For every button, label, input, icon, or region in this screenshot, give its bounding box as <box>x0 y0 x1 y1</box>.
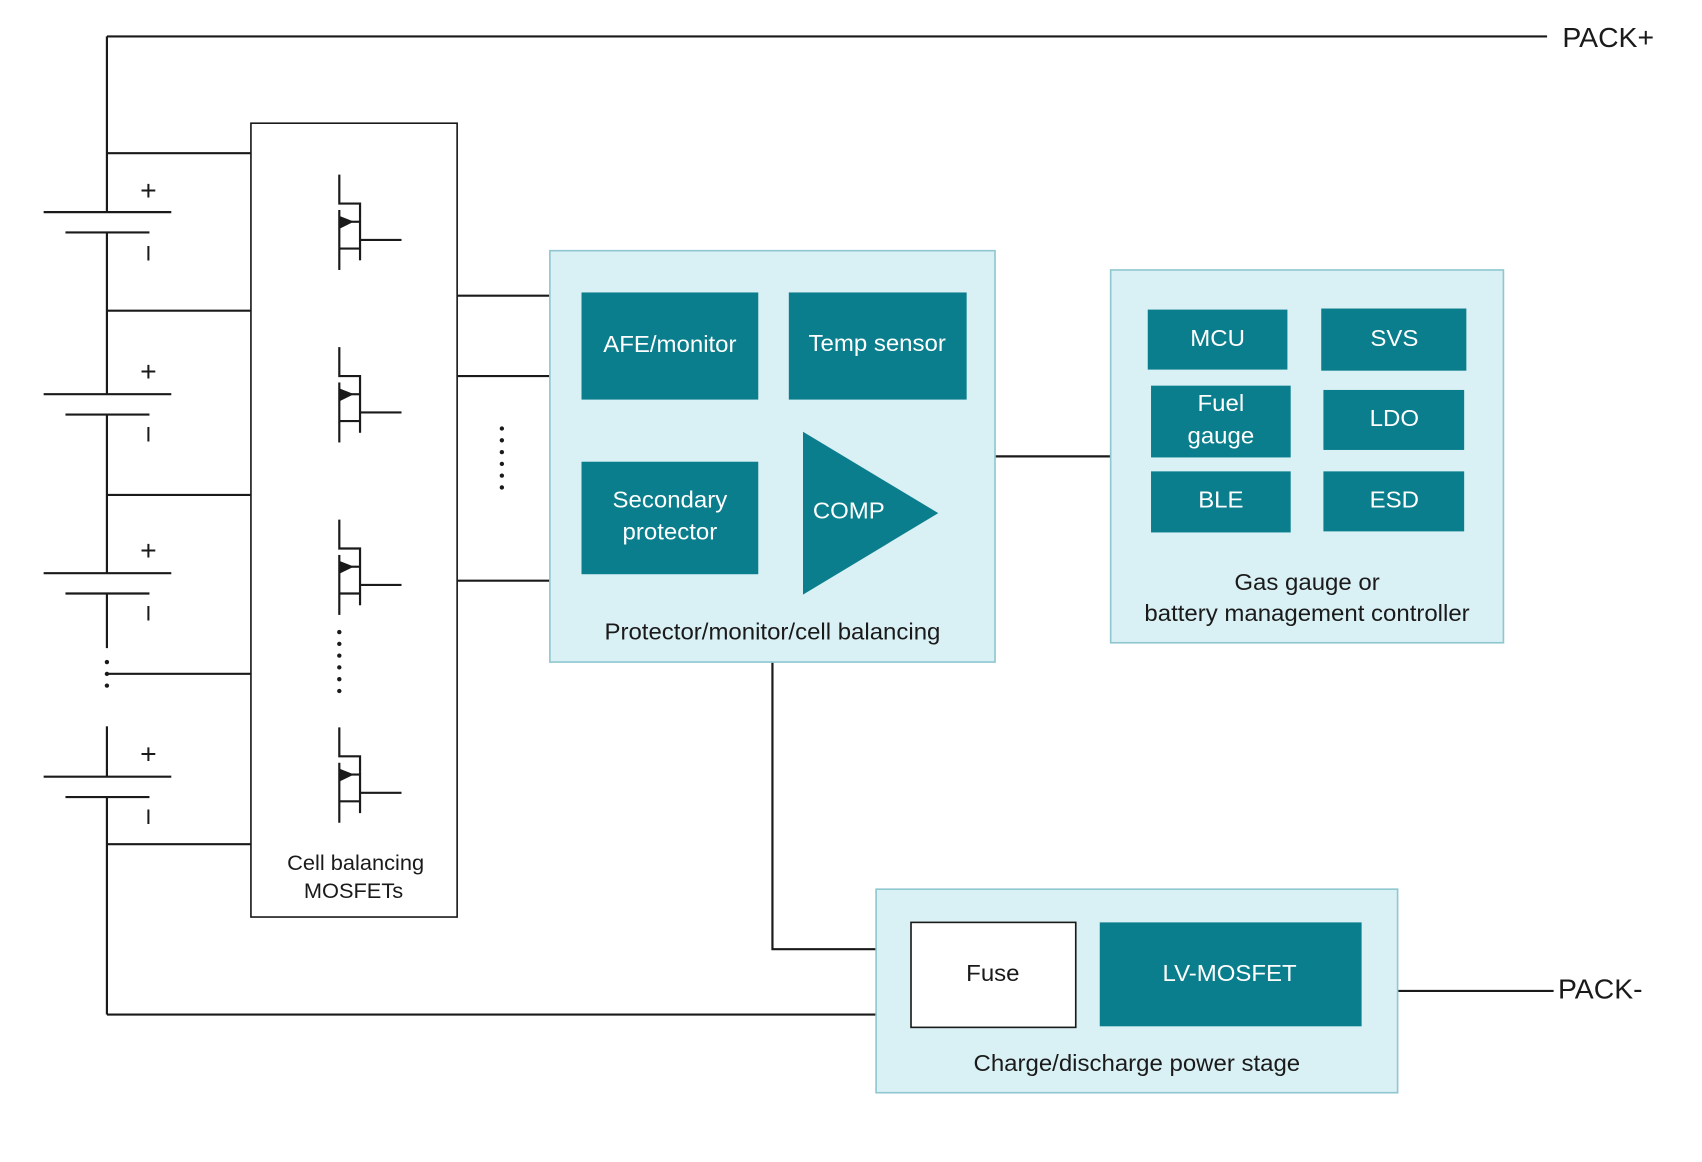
cell-3-minus: I <box>145 601 151 626</box>
svs-block <box>1321 308 1467 371</box>
ldo-block <box>1323 389 1465 450</box>
svs-label: SVS <box>1370 325 1418 352</box>
secondary-protector-block <box>581 461 759 575</box>
mosfet-symbol-2 <box>338 347 402 443</box>
mosfet-box-label-2: MOSFETs <box>304 878 404 903</box>
battery-cell-2 <box>43 393 172 416</box>
pack-minus-label: PACK- <box>1558 974 1643 1005</box>
battery-cell-1 <box>43 211 172 234</box>
mosfet-box <box>250 122 458 918</box>
power-stage-caption: Charge/discharge power stage <box>974 1050 1301 1077</box>
fuel-gauge-block <box>1151 385 1291 458</box>
cell-2-minus: I <box>145 422 151 447</box>
cell-4-plus: + <box>140 739 157 770</box>
comparator-triangle <box>802 431 939 595</box>
gauge-caption-2: battery management controller <box>1144 600 1469 627</box>
fuse-block <box>910 921 1077 1029</box>
battery-cell-3 <box>43 572 172 595</box>
comparator-label: COMP <box>813 497 885 524</box>
ble-block <box>1151 471 1291 533</box>
afe-monitor-block <box>581 292 759 400</box>
temp-sensor-block <box>788 292 967 400</box>
protector-caption: Protector/monitor/cell balancing <box>604 619 940 646</box>
lv-mosfet-label: LV-MOSFET <box>1163 960 1297 987</box>
mosfet-symbol-4 <box>338 727 402 823</box>
fuel-gauge-label-2: gauge <box>1188 423 1255 450</box>
protector-power-link <box>771 662 877 951</box>
secondary-protector-label-2: protector <box>623 519 718 546</box>
bus-ellipsis <box>499 426 505 490</box>
cell-1-minus: I <box>145 241 151 266</box>
battery-cell-4 <box>43 775 172 799</box>
mosfet-ellipsis <box>337 629 342 694</box>
mcu-label: MCU <box>1190 325 1245 352</box>
mosfet-symbol-3 <box>338 519 402 615</box>
gauge-caption-1: Gas gauge or <box>1234 569 1379 596</box>
cell-1-plus: + <box>140 175 157 206</box>
wiring <box>105 35 1554 1016</box>
ldo-label: LDO <box>1370 405 1419 432</box>
pack-plus-label: PACK+ <box>1562 22 1654 53</box>
fuse-label: Fuse <box>966 960 1019 987</box>
lv-mosfet-block <box>1099 922 1362 1027</box>
fuel-gauge-label-1: Fuel <box>1198 390 1245 417</box>
cell-ellipsis <box>104 659 110 688</box>
temp-sensor-label: Temp sensor <box>809 330 946 357</box>
mcu-block <box>1147 309 1288 370</box>
secondary-protector-label-1: Secondary <box>613 487 728 514</box>
ble-label: BLE <box>1198 487 1243 514</box>
cell-3-plus: + <box>140 535 157 566</box>
cell-4-minus: I <box>145 804 151 829</box>
cell-2-plus: + <box>140 356 157 387</box>
mosfet-box-label-1: Cell balancing <box>287 850 424 875</box>
afe-monitor-label: AFE/monitor <box>603 331 736 358</box>
mosfet-symbol-1 <box>338 174 402 270</box>
esd-label: ESD <box>1370 487 1419 514</box>
esd-block <box>1323 471 1465 532</box>
